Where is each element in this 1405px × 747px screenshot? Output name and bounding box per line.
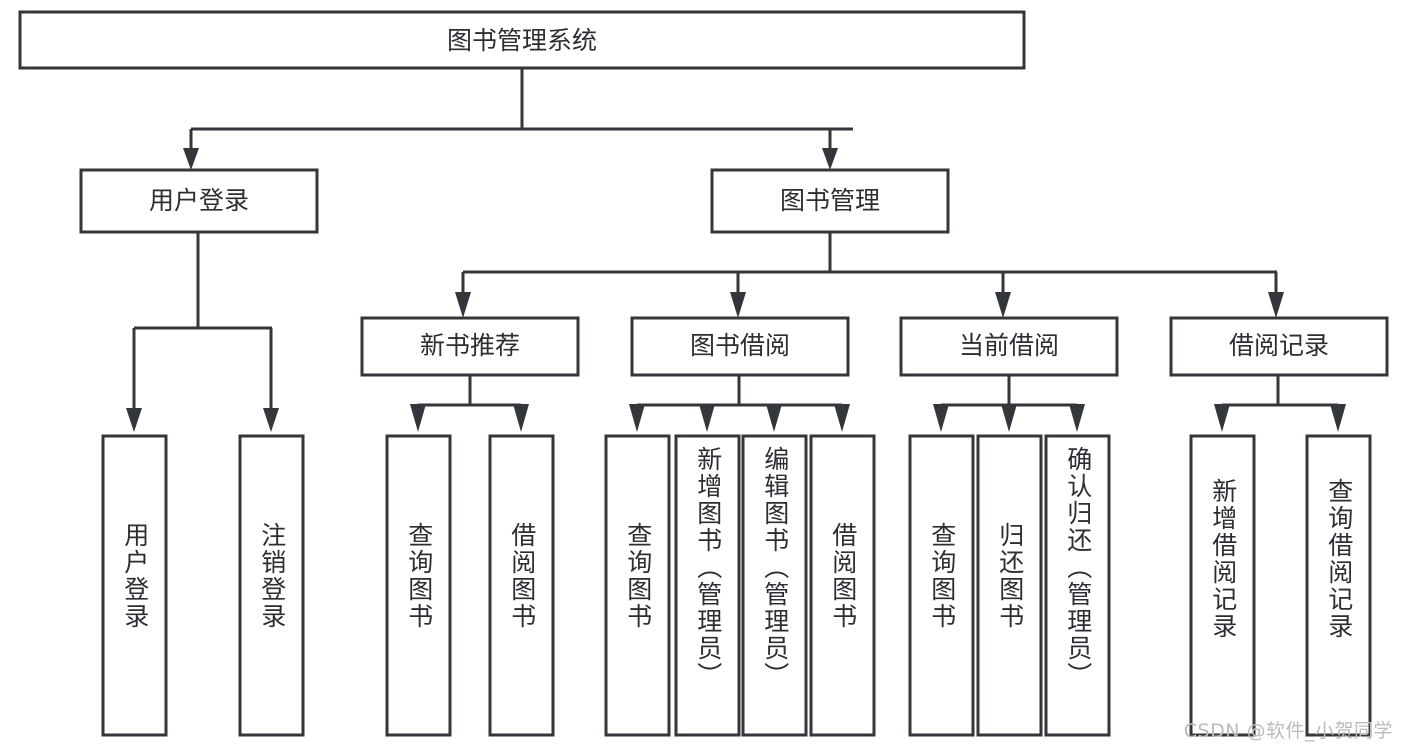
arrow-head-userlogin-leaf-1 bbox=[126, 408, 142, 432]
node-current-borrow[interactable]: 当前借阅 bbox=[899, 316, 1119, 377]
leaf-box-book-borrow-2[interactable] bbox=[741, 434, 808, 737]
arrow-head-currentborrow-leaf-3 bbox=[1069, 404, 1085, 432]
leaf-box-borrow-record-1[interactable] bbox=[1305, 434, 1372, 737]
leaf-box-borrow-record-0[interactable] bbox=[1189, 434, 1256, 737]
node-new-book-recommend-label: 新书推荐 bbox=[420, 331, 520, 360]
node-book-borrow-box[interactable] bbox=[630, 316, 850, 377]
leaf-box-book-borrow-1[interactable] bbox=[674, 434, 741, 737]
node-user-login-label: 用户登录 bbox=[149, 186, 249, 215]
arrow-head-borrowrecord-leaf-1 bbox=[1214, 404, 1230, 432]
node-user-login[interactable]: 用户登录 bbox=[79, 168, 319, 234]
arrow-head-newbook-leaf-1 bbox=[410, 404, 426, 432]
leaf-box-current-borrow-1[interactable] bbox=[976, 434, 1043, 737]
node-book-borrow-label: 图书借阅 bbox=[690, 331, 790, 360]
connector-group-current-borrow bbox=[933, 375, 1085, 432]
arrow-head-to-user-login bbox=[183, 148, 199, 170]
connector-group-book-borrow bbox=[629, 375, 850, 432]
leaf-box-new-book-0[interactable] bbox=[385, 434, 452, 737]
leaf-box-current-borrow-2[interactable] bbox=[1044, 434, 1111, 737]
arrow-head-to-new-book bbox=[455, 292, 471, 318]
arrow-head-currentborrow-leaf-1 bbox=[933, 404, 949, 432]
arrow-head-bookborrow-leaf-1 bbox=[629, 404, 645, 432]
leaf-boxes-borrow-record bbox=[1189, 434, 1372, 737]
leaf-boxes-user-login bbox=[101, 434, 305, 737]
arrow-head-bookborrow-leaf-4 bbox=[834, 404, 850, 432]
leaf-box-user-login-0[interactable] bbox=[101, 434, 168, 737]
leaf-box-book-borrow-3[interactable] bbox=[809, 434, 876, 737]
leaf-boxes-current-borrow bbox=[908, 434, 1111, 737]
arrow-head-bookborrow-leaf-2 bbox=[699, 404, 715, 432]
leaf-box-book-borrow-0[interactable] bbox=[604, 434, 671, 737]
connector-group-borrow-record bbox=[1214, 375, 1346, 432]
connector-group-root bbox=[183, 68, 853, 170]
leaf-boxes-new-book bbox=[385, 434, 555, 737]
connector-group-user-login bbox=[126, 232, 279, 432]
arrow-head-to-book-borrow bbox=[730, 292, 746, 318]
leaf-box-user-login-1[interactable] bbox=[238, 434, 305, 737]
leaf-box-current-borrow-0[interactable] bbox=[908, 434, 975, 737]
arrow-head-currentborrow-leaf-2 bbox=[1001, 404, 1017, 432]
arrow-head-newbook-leaf-2 bbox=[513, 404, 529, 432]
node-borrow-record[interactable]: 借阅记录 bbox=[1169, 316, 1389, 377]
connector-group-book-manage bbox=[455, 232, 1284, 318]
node-borrow-record-box[interactable] bbox=[1169, 316, 1389, 377]
node-root[interactable]: 图书管理系统 bbox=[18, 10, 1026, 70]
arrow-head-userlogin-leaf-2 bbox=[263, 408, 279, 432]
node-root-label: 图书管理系统 bbox=[447, 26, 597, 55]
node-user-login-box[interactable] bbox=[79, 168, 319, 234]
node-book-manage-label: 图书管理 bbox=[780, 186, 880, 215]
node-borrow-record-label: 借阅记录 bbox=[1229, 331, 1329, 360]
node-current-borrow-label: 当前借阅 bbox=[959, 331, 1059, 360]
node-book-manage-box[interactable] bbox=[710, 168, 950, 234]
node-book-borrow[interactable]: 图书借阅 bbox=[630, 316, 850, 377]
arrow-head-to-borrow-record bbox=[1268, 292, 1284, 318]
arrow-head-to-book-manage bbox=[822, 148, 838, 170]
watermark: CSDN @软件_小贺同学 bbox=[1183, 720, 1393, 742]
arrow-head-to-current-borrow bbox=[995, 292, 1011, 318]
node-book-manage[interactable]: 图书管理 bbox=[710, 168, 950, 234]
node-new-book-recommend-box[interactable] bbox=[360, 316, 580, 377]
node-root-box[interactable] bbox=[18, 10, 1026, 70]
leaf-boxes-book-borrow bbox=[604, 434, 876, 737]
arrow-head-borrowrecord-leaf-2 bbox=[1330, 404, 1346, 432]
arrow-head-bookborrow-leaf-3 bbox=[766, 404, 782, 432]
node-current-borrow-box[interactable] bbox=[899, 316, 1119, 377]
connector-group-new-book bbox=[410, 375, 529, 432]
leaf-box-new-book-1[interactable] bbox=[488, 434, 555, 737]
node-new-book-recommend[interactable]: 新书推荐 bbox=[360, 316, 580, 377]
